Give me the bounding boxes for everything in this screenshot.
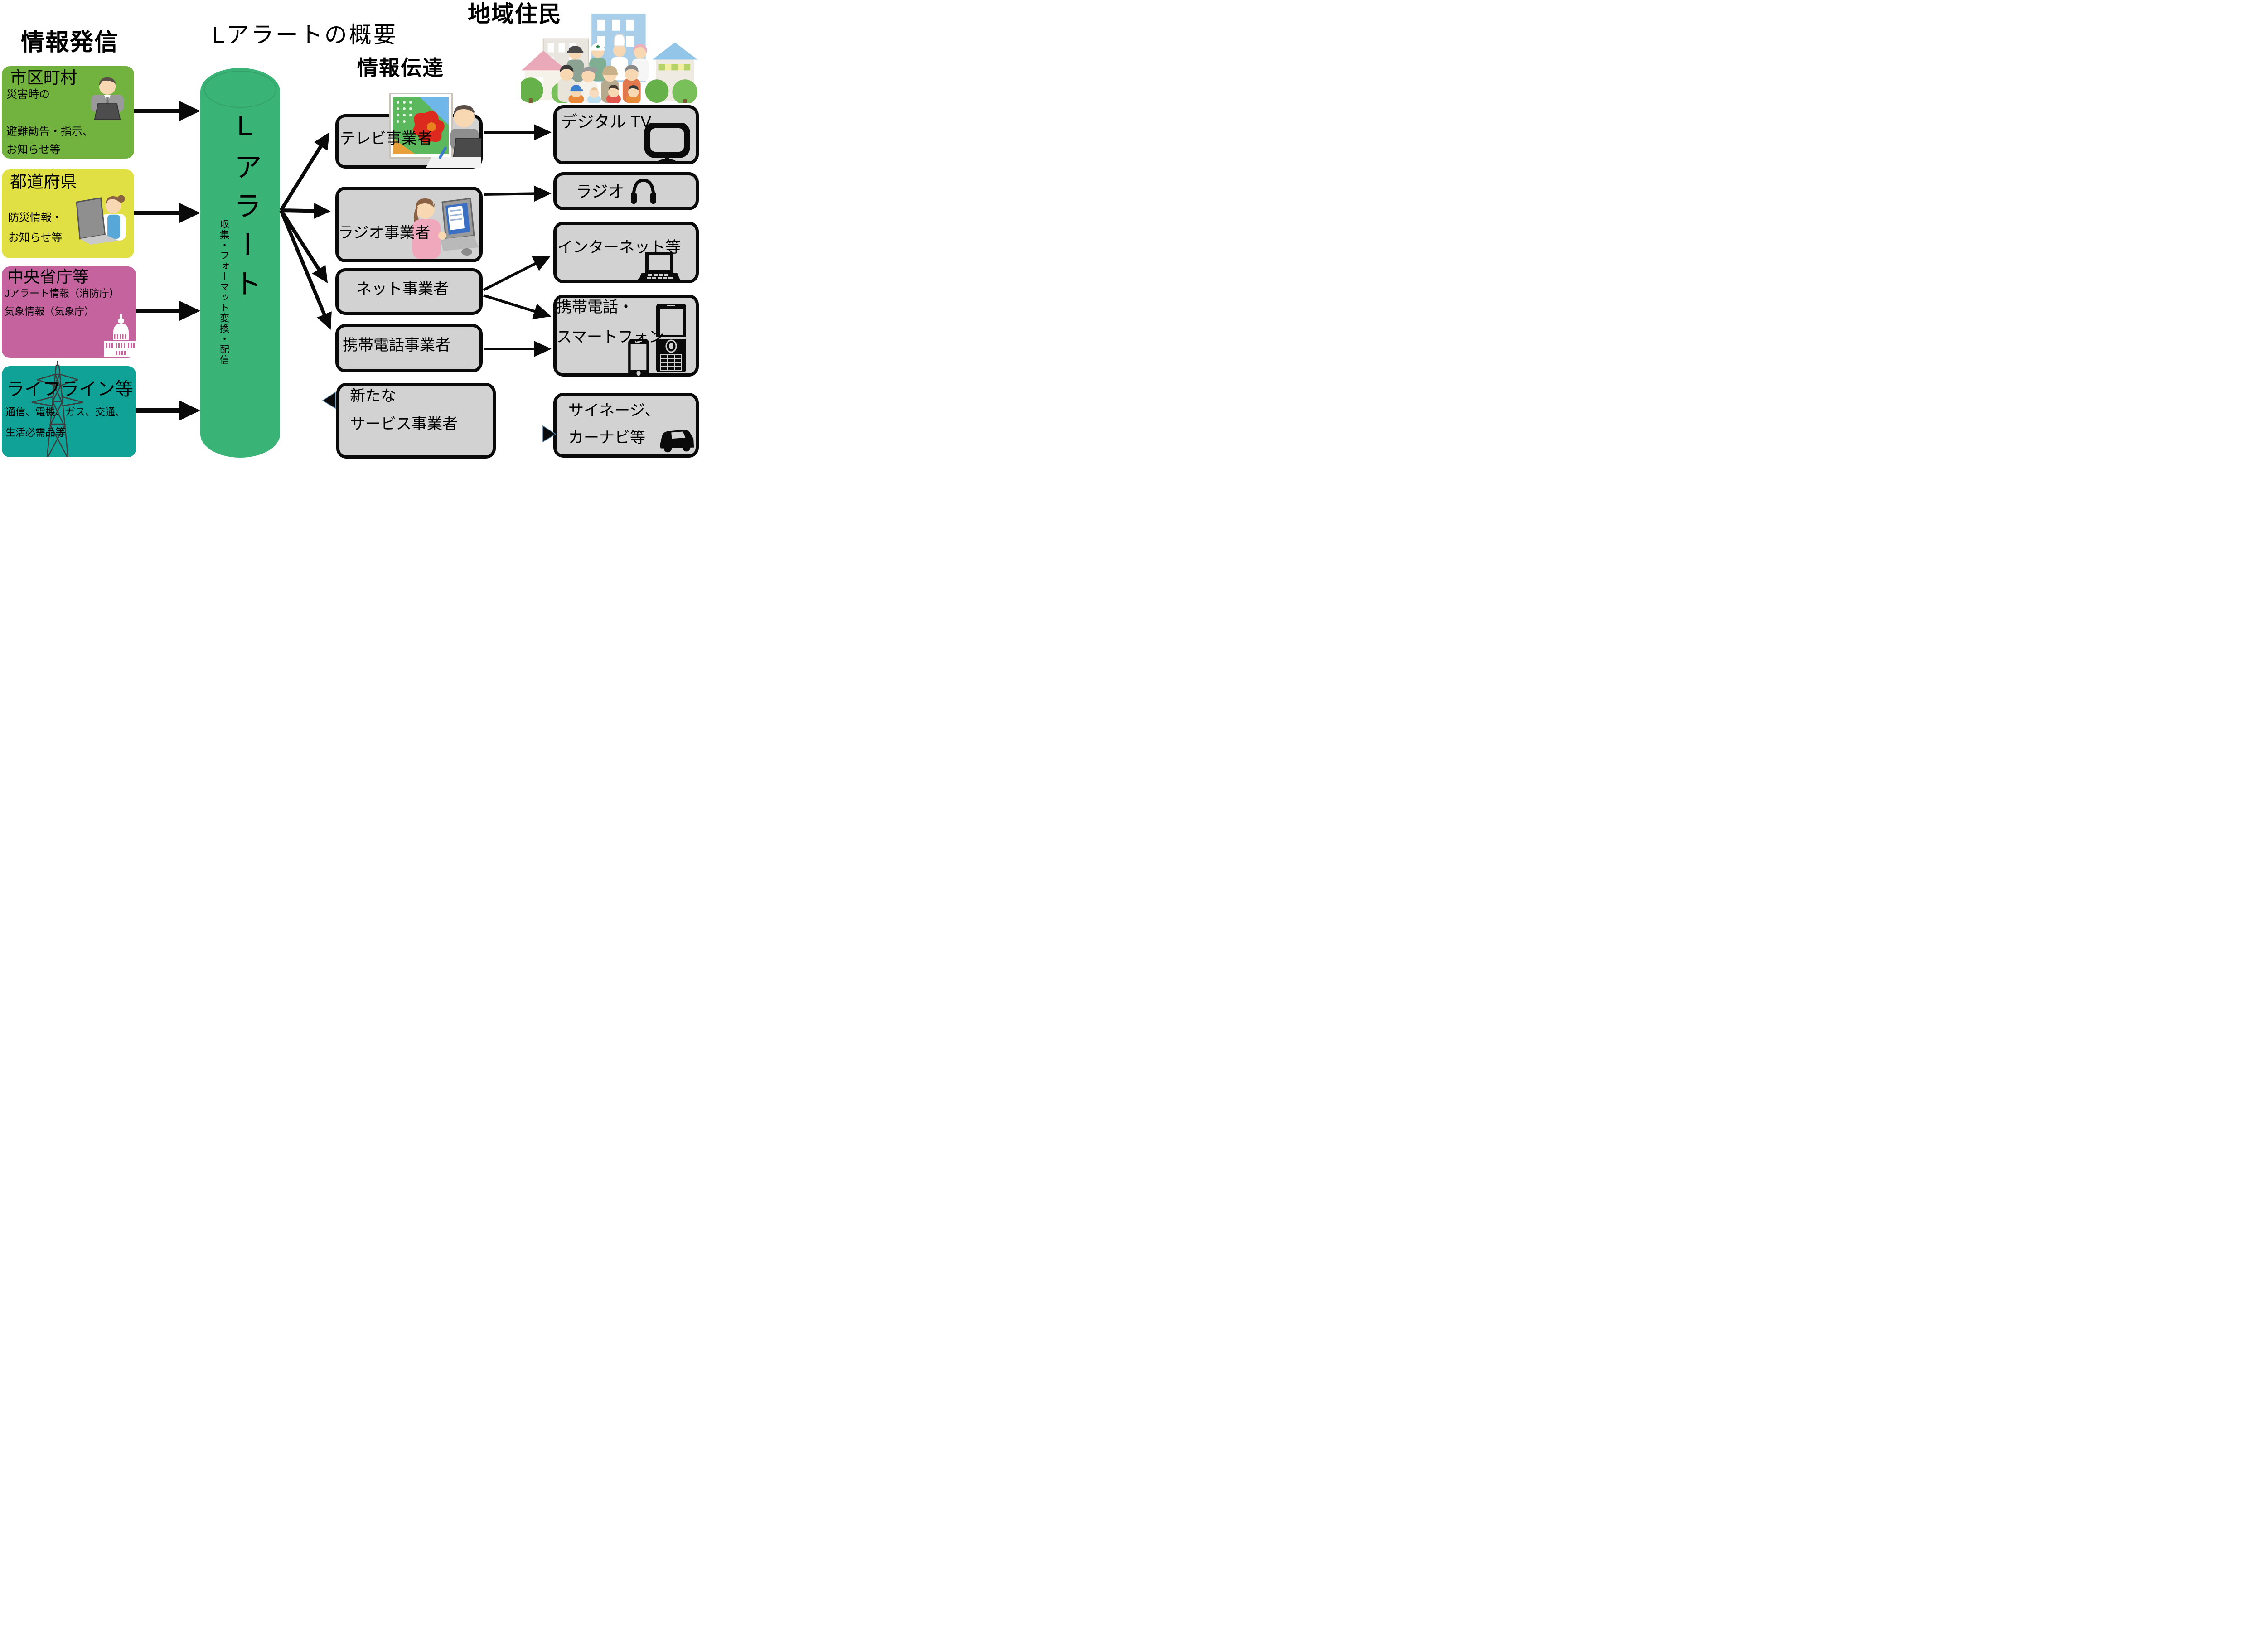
clerk-woman-laptop-icon <box>72 189 134 247</box>
capitol-building-icon <box>104 314 138 357</box>
arrows-layer <box>134 101 557 443</box>
headphones-icon <box>629 177 658 205</box>
lifeline-line: 通信、電機、ガス、交通、 <box>5 406 126 418</box>
prefecture-line: 防災情報・ <box>8 212 63 224</box>
municipality-title: 市区町村 <box>10 68 77 87</box>
arrow-net-to-smartphone <box>483 294 552 319</box>
lifeline-line: 生活必需品等 <box>5 427 66 438</box>
mobile-carrier-label: 携帯電話事業者 <box>343 337 450 354</box>
distribution-heading: 情報伝達 <box>357 56 444 80</box>
signage-arrowhead <box>542 425 557 443</box>
municipality-line: 避難勧告・指示、 <box>6 126 93 138</box>
radio-box <box>553 172 699 210</box>
arrow-lalert-to-mobile <box>279 209 332 330</box>
prefecture-line: お知らせ等 <box>8 232 63 244</box>
lalert-name: Lアラート <box>229 110 261 308</box>
radio-label: ラジオ <box>576 182 625 201</box>
municipality-line: 災害時の <box>6 88 50 101</box>
lifeline-title: ライフライン等 <box>6 379 133 399</box>
municipality-line: お知らせ等 <box>6 144 61 156</box>
signage-label-line2: カーナビ等 <box>568 429 645 446</box>
new-service-label-line2: サービス事業者 <box>350 415 458 433</box>
residents-crowd-illustration <box>521 6 699 103</box>
arrow-net-to-internet <box>483 255 552 291</box>
radio-woman-icon <box>399 192 479 260</box>
lifeline-box <box>2 366 136 457</box>
tv-set-icon <box>644 123 692 165</box>
mobile-smartphone-label-line1: 携帯電話・ <box>557 299 634 316</box>
signage-label-line1: サイネージ、 <box>568 402 660 419</box>
mobile-smartphone-label-line2: スマートフォン <box>557 328 664 346</box>
net-provider-label: ネット事業者 <box>356 280 449 298</box>
radio-broadcaster-label: ラジオ事業者 <box>338 224 431 242</box>
car-icon <box>658 428 696 453</box>
residents-heading: 地域住民 <box>468 1 562 27</box>
new-service-arrowhead <box>322 391 336 409</box>
internet-label: インターネット等 <box>557 239 681 256</box>
page-title: Lアラートの概要 <box>212 22 398 48</box>
smartphone-icon <box>627 339 650 377</box>
transmission-tower-icon <box>24 361 92 457</box>
lalert-cylinder <box>200 68 280 458</box>
laptop-icon <box>638 252 680 282</box>
mobile-carrier-box <box>335 324 483 372</box>
lalert-process: 収集・フォーマット変換・配信 <box>218 219 229 365</box>
digital-tv-label: デジタル TV <box>561 112 652 131</box>
ministry-line: 気象情報（気象庁） <box>5 306 95 317</box>
tv-broadcaster-label: テレビ事業者 <box>340 130 432 147</box>
net-provider-box <box>335 268 483 315</box>
arrow-lalert-to-tv <box>279 132 330 212</box>
new-service-label-line1: 新たな <box>350 387 396 405</box>
office-worker-laptop-icon <box>81 72 134 122</box>
flip-phone-icon <box>656 304 686 372</box>
arrow-lalert-to-radio <box>281 203 331 219</box>
arrow-radio-to-radio <box>483 185 552 202</box>
ministry-line: Jアラート情報（消防庁） <box>5 288 120 299</box>
new-service-box <box>336 383 496 459</box>
ministry-title: 中央省庁等 <box>7 267 89 286</box>
tv-weatherman-icon <box>388 93 481 168</box>
arrow-lalert-to-net <box>279 209 328 284</box>
sources-heading: 情報発信 <box>21 29 119 56</box>
prefecture-title: 都道府県 <box>10 173 77 191</box>
